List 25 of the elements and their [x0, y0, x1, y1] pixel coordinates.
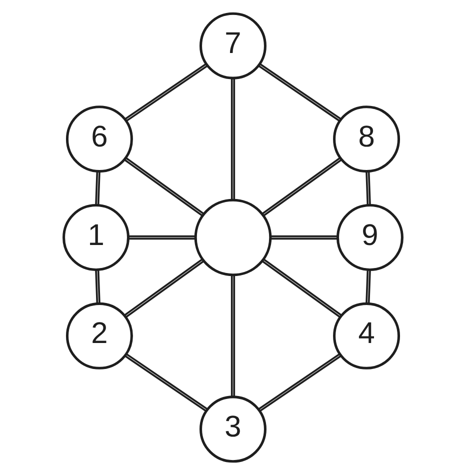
connector — [262, 258, 342, 318]
node-circle: 7 — [200, 12, 266, 79]
connector — [258, 62, 342, 122]
node-circle: 9 — [336, 204, 404, 270]
connector — [366, 270, 371, 304]
node-circle: 3 — [200, 395, 266, 462]
connector — [124, 352, 208, 412]
connector — [124, 62, 208, 122]
connector — [230, 274, 236, 396]
connector — [230, 78, 236, 200]
node-circle: 8 — [333, 105, 400, 172]
connector — [262, 156, 342, 216]
connector — [258, 352, 342, 412]
connector — [366, 171, 371, 205]
node-circle: 6 — [66, 105, 133, 172]
connector — [128, 234, 196, 240]
connector — [95, 270, 100, 304]
connector — [95, 171, 100, 205]
connector — [270, 234, 338, 240]
node-circle: 4 — [333, 302, 400, 369]
node-circle: 1 — [62, 204, 130, 270]
connector — [124, 258, 204, 318]
node-circle: 2 — [66, 302, 133, 369]
connector — [124, 156, 204, 216]
node-circle — [194, 198, 272, 276]
